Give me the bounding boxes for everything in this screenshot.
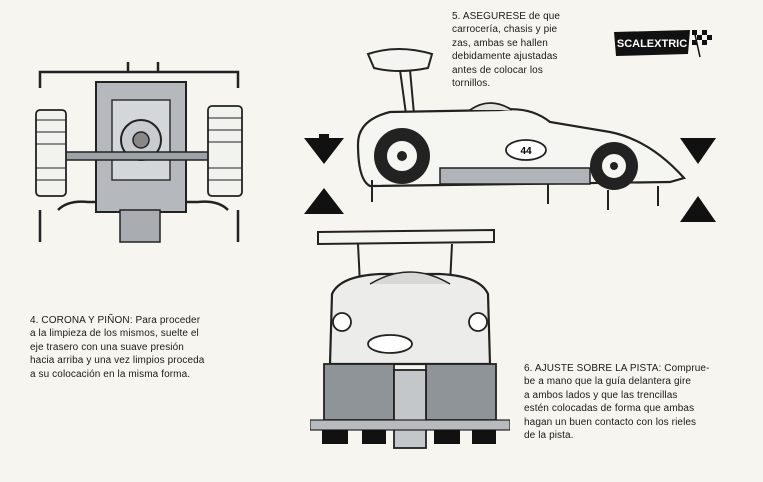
step-4-line: hacia arriba y una vez limpios proceda <box>30 355 205 367</box>
chassis-illustration <box>35 62 243 243</box>
step-5-line: debidamente ajustadas <box>452 51 558 63</box>
car-wheels <box>374 128 638 190</box>
step-4-line: eje trasero con una suave presión <box>30 341 184 353</box>
car-side-illustration: 44 <box>356 48 686 210</box>
step-4-text: 4. CORONA Y PIÑON: Para proceder a la li… <box>30 314 280 381</box>
step-5-line: antes de colocar los <box>452 64 543 76</box>
step-6-text: 6. AJUSTE SOBRE LA PISTA: Comprue- be a … <box>524 362 754 442</box>
step-5-line: 5. ASEGURESE de que <box>452 11 561 22</box>
step-6-line: de la pista. <box>524 430 574 442</box>
step-5-line: tornillos. <box>452 78 491 90</box>
step-6-line: hagan un buen contacto con los rieles <box>524 416 697 428</box>
arrow-right-pair <box>680 138 716 222</box>
step-4-line: 4. CORONA Y PIÑON: Para proceder <box>30 315 201 326</box>
arrow-left-pair <box>304 134 344 214</box>
step-4-line: a su colocación en la misma forma. <box>30 368 191 380</box>
step-4-line: a la limpieza de los mismos, suelte el <box>30 328 199 340</box>
step-5-line: carrocería, chasis y pie <box>452 24 558 36</box>
step-6-line: estén colocadas de forma que ambas <box>524 403 695 415</box>
step-6-line: be a mano que la guía delantera gire <box>524 376 692 388</box>
scalextric-logo: SCALEXTRIC <box>614 29 712 58</box>
step-6-line: 6. AJUSTE SOBRE LA PISTA: Comprue- <box>524 363 710 374</box>
step-6-line: a ambos lados y que las trencillas <box>524 389 678 401</box>
car-front-illustration <box>310 228 510 449</box>
logo-text: SCALEXTRIC <box>617 38 687 50</box>
car-number: 44 <box>520 146 532 157</box>
step-5-text: 5. ASEGURESE de que carrocería, chasis y… <box>452 10 592 90</box>
step-5-line: zas, ambas se hallen <box>452 37 548 49</box>
